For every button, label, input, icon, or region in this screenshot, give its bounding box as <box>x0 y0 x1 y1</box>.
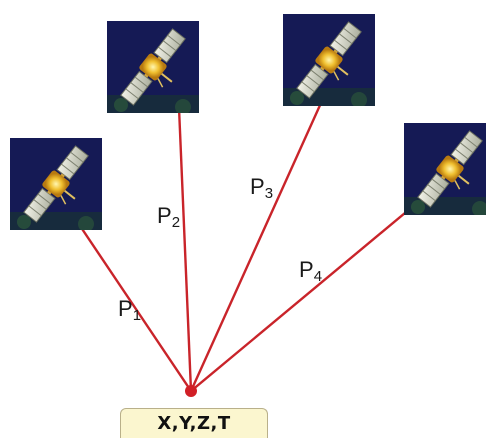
satellite-icon <box>404 123 486 215</box>
range-line-p2 <box>176 83 193 392</box>
range-label-p3: P3 <box>250 174 274 202</box>
satellite-icon <box>283 14 375 106</box>
satellite-2-icon <box>107 21 199 113</box>
range-label-p2: P2 <box>157 203 181 231</box>
satellite-1-icon <box>10 138 102 230</box>
receiver-dot-icon <box>185 385 197 397</box>
range-label-p1: P1 <box>118 296 142 324</box>
receiver-coordinates-label: X,Y,Z,T <box>157 413 231 434</box>
range-label-p4: P4 <box>299 257 323 285</box>
satellite-icon <box>107 21 199 113</box>
satellite-4-icon <box>404 123 486 215</box>
satellite-3-icon <box>283 14 375 106</box>
range-line-p1 <box>65 204 192 392</box>
satellite-icon <box>10 138 102 230</box>
range-line-p3 <box>189 71 337 392</box>
receiver-coordinates-box: X,Y,Z,T <box>120 408 268 438</box>
